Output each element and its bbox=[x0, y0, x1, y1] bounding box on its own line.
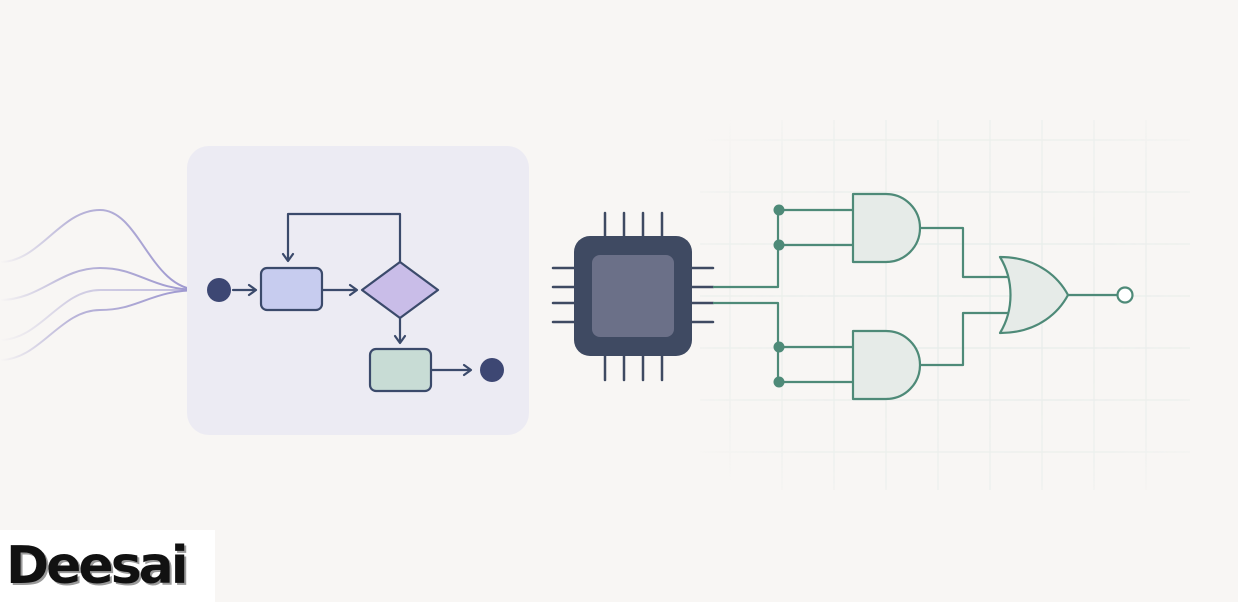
end-terminal bbox=[480, 358, 504, 382]
logo-text: Deesai bbox=[6, 536, 189, 596]
output-terminal bbox=[1116, 286, 1134, 304]
logic-circuit bbox=[713, 192, 1134, 401]
wave-lines bbox=[0, 208, 201, 361]
process-box bbox=[259, 266, 324, 312]
flowchart bbox=[207, 212, 504, 393]
start-terminal bbox=[207, 278, 231, 302]
and-gate-bottom bbox=[851, 329, 922, 401]
brand-logo: Deesai bbox=[0, 530, 215, 602]
or-gate bbox=[998, 255, 1070, 335]
circuit-grid bbox=[700, 120, 1190, 490]
and-gate-top bbox=[851, 192, 922, 264]
microchip-icon bbox=[551, 211, 715, 382]
end-process-box bbox=[368, 347, 433, 393]
flowchart-panel bbox=[187, 146, 529, 435]
